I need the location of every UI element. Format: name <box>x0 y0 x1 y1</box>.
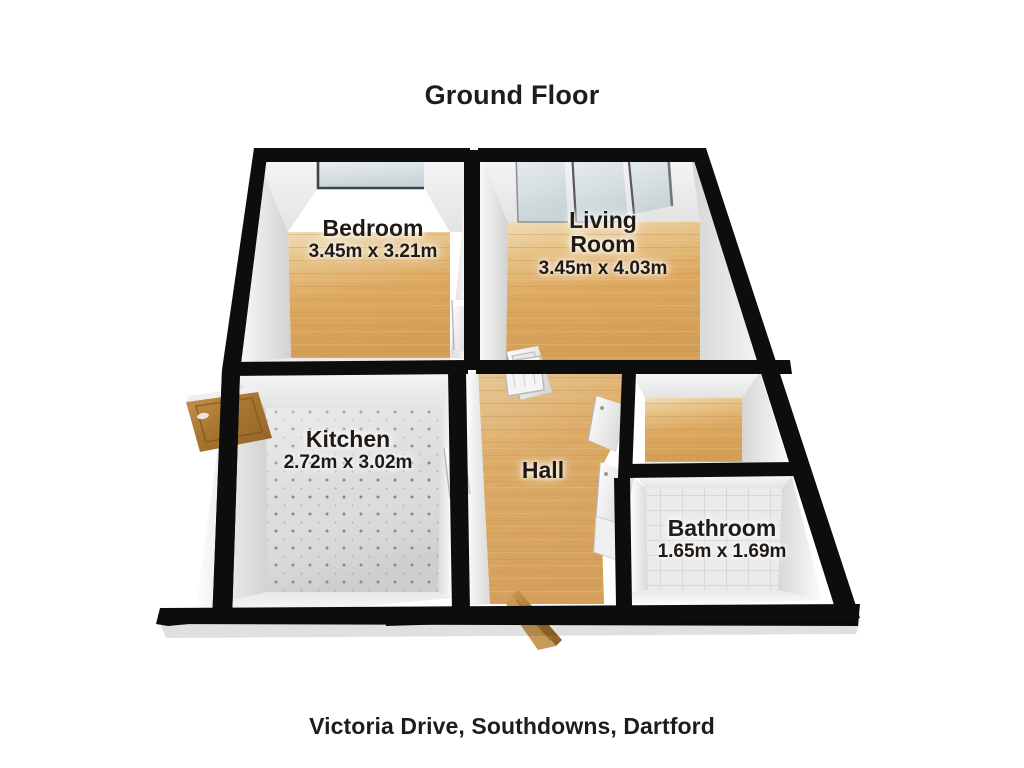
bathroom-wall-top <box>636 476 792 488</box>
interior-wall-hall-bathroom <box>614 478 632 606</box>
interior-wall-bedroom-living <box>464 150 480 370</box>
hall-wall-left <box>466 372 490 606</box>
outer-wall-bottom-mid <box>386 610 452 626</box>
bedroom-floor <box>288 232 450 358</box>
rear-room-floor <box>645 398 742 462</box>
rear-room-door <box>587 395 628 452</box>
interior-wall-rear-bathroom <box>626 462 798 478</box>
bathroom-wall-left <box>630 476 648 592</box>
living-wall-left <box>476 150 508 362</box>
outer-wall-bottom-left-join <box>156 620 232 626</box>
outer-wall-top-left <box>254 148 470 162</box>
outer-wall-bottom <box>156 604 860 626</box>
bathroom-wall-bottom <box>628 590 822 608</box>
outer-wall-right <box>690 148 860 624</box>
page-title: Ground Floor <box>424 80 600 110</box>
interior-wall-living-rear <box>476 360 792 374</box>
bathroom-wall-right <box>778 476 822 600</box>
living-room-window-mid <box>570 151 628 223</box>
outer-wall-left-lower <box>212 370 240 624</box>
bedroom-window <box>316 159 424 190</box>
floor-surfaces <box>266 222 782 604</box>
interior-wall-hall-rear <box>618 372 636 478</box>
rear-room-wall-right <box>742 372 790 470</box>
kitchen-wall-top <box>228 370 448 408</box>
kitchen-floor <box>266 408 442 592</box>
interior-wall-kitchen-hall <box>448 370 470 612</box>
hall-floor <box>478 372 622 604</box>
interior-wall-bedroom-kitchen <box>228 360 468 376</box>
windows <box>316 151 674 223</box>
bedroom-wall-top-right <box>412 150 468 232</box>
kitchen-wall-right <box>438 370 452 598</box>
structural-walls <box>156 148 860 626</box>
rear-room-wall-top <box>632 372 760 398</box>
plan-shadow <box>160 620 860 638</box>
living-room-window-left <box>515 151 568 223</box>
outer-wall-top-right <box>478 148 700 162</box>
bathroom-floor <box>646 488 782 590</box>
living-room-floor <box>506 222 700 360</box>
address-caption: Victoria Drive, Southdowns, Dartford <box>309 713 715 739</box>
